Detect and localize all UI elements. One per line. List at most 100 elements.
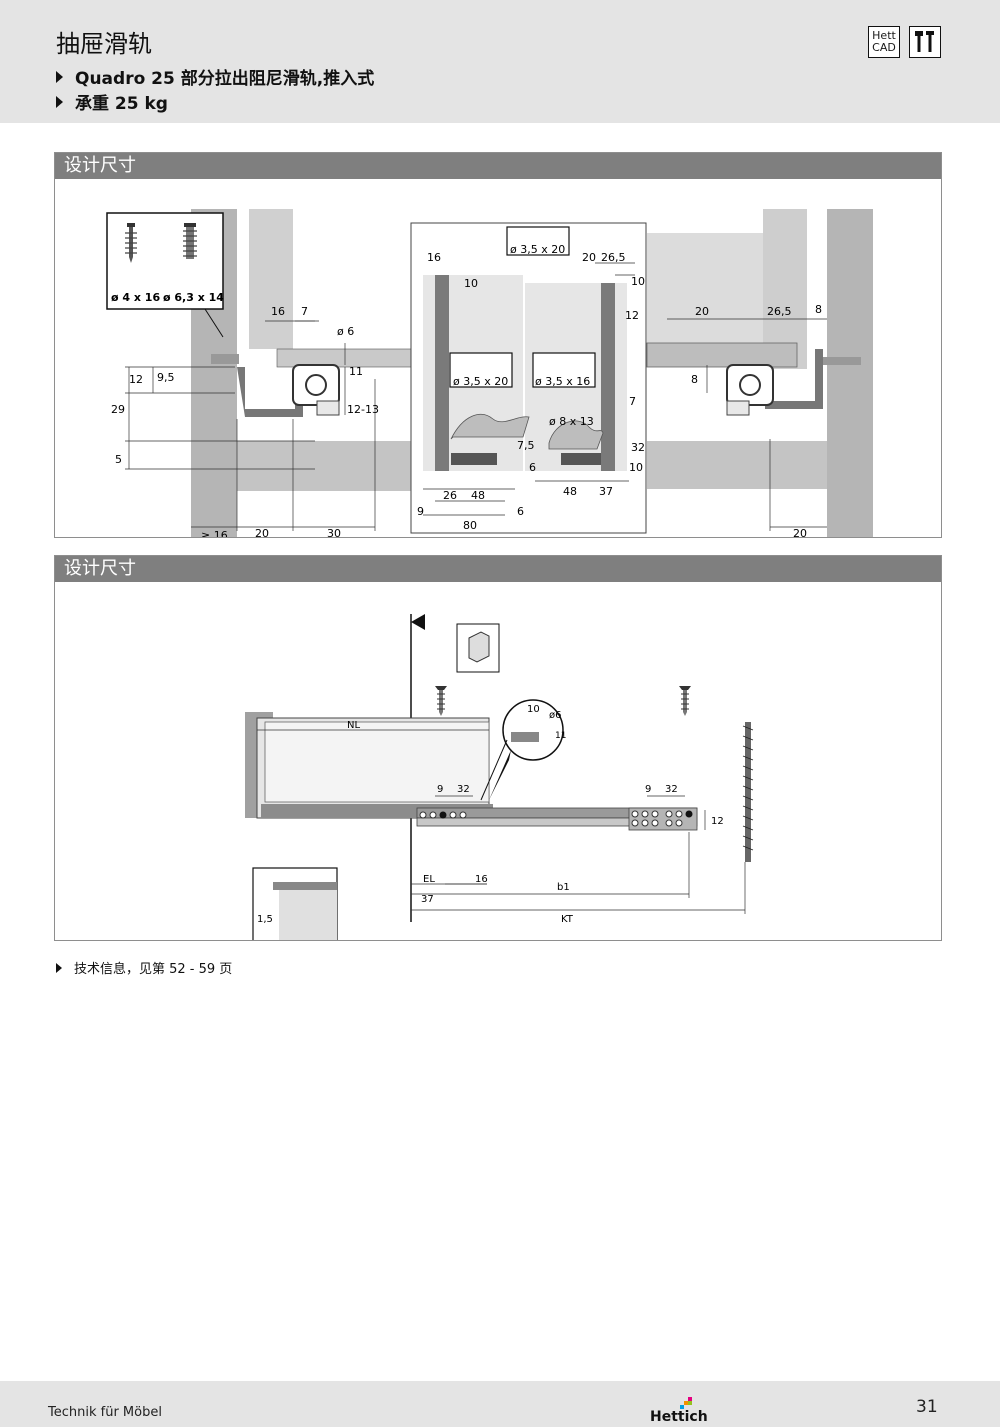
tech-info-text: 技术信息，见第 52 - 59 页 xyxy=(74,962,233,977)
dim-11-left: 11 xyxy=(349,365,363,378)
dim-s2-16: 16 xyxy=(475,874,488,885)
detail-zoom-circle xyxy=(502,699,564,761)
cross-section-drawing: ø 4 x 16 ø 6,3 x 14 16 7 ø 6 12 9,5 11 2… xyxy=(106,209,873,542)
hettcad-line2: CAD xyxy=(872,41,896,54)
screw-box-center-right xyxy=(532,352,596,388)
drawer-bottom-left xyxy=(277,349,411,367)
dim-r-8-b: 8 xyxy=(691,373,698,386)
design-dimensions-section-1: 设计尺寸 ø 4 x 16 ø 6,3 x 14 xyxy=(54,152,942,542)
dim-c-48-r: 48 xyxy=(563,485,577,498)
dim-c-80: 80 xyxy=(463,519,477,532)
dim-r-20-b: 20 xyxy=(793,527,807,537)
bullet-triangle-icon xyxy=(56,71,63,83)
screw-label-1: ø 4 x 16 xyxy=(111,291,160,304)
dim-c-9: 9 xyxy=(417,505,424,518)
hettcad-icon[interactable]: Hett CAD xyxy=(868,26,900,58)
dim-30-left: 30 xyxy=(327,527,341,537)
design-dimensions-section-2: 设计尺寸 xyxy=(54,555,942,953)
page-footer: Technik für Möbel Hettich 31 xyxy=(0,1381,1000,1427)
dim-c-o8x13: ø 8 x 13 xyxy=(549,415,594,428)
dim-s2-b1: b1 xyxy=(557,882,570,893)
dim-7-left: 7 xyxy=(301,305,308,318)
dim-s2-32-b: 32 xyxy=(665,784,678,795)
screw-icon xyxy=(435,686,447,716)
dim-s2-nl: NL xyxy=(347,720,360,731)
left-dimension-lines xyxy=(125,320,376,531)
bullet-triangle-icon xyxy=(56,963,62,973)
bullet-product: Quadro 25 部分拉出阻尼滑轨,推入式 xyxy=(56,64,374,89)
dim-r-26-5: 26,5 xyxy=(767,305,792,318)
screw-icon xyxy=(183,223,197,259)
dim-c-6: 6 xyxy=(529,461,536,474)
section2-dimension-lines xyxy=(257,729,746,914)
bullet-load: 承重 25 kg xyxy=(56,89,168,114)
dim-s2-o6: ø6 xyxy=(549,710,561,721)
dim-s2-el: EL xyxy=(423,874,435,885)
dim-c-26: 26 xyxy=(443,489,457,502)
back-wall xyxy=(745,722,751,862)
dim-c-10-r: 10 xyxy=(631,275,645,288)
dim-s2-1-5: 1,5 xyxy=(257,914,273,925)
dim-c-screw-right: ø 3,5 x 16 xyxy=(535,375,590,388)
dim-r-8: 8 xyxy=(815,303,822,316)
screw-left-installed xyxy=(211,354,239,364)
bullet-triangle-icon xyxy=(56,96,63,108)
dim-12-13-left: 12-13 xyxy=(347,403,379,416)
page-header: 抽屉滑轨 Quadro 25 部分拉出阻尼滑轨,推入式 承重 25 kg Het… xyxy=(0,0,1000,123)
dim-c-20: 20 xyxy=(582,251,596,264)
dim-c-screw-top: ø 3,5 x 20 xyxy=(510,243,565,256)
screw-legend-box xyxy=(106,212,224,310)
dim-s2-11: 11 xyxy=(555,731,566,741)
brand-name: Hettich xyxy=(650,1409,708,1423)
center-left-profile xyxy=(435,275,449,471)
center-right-profile xyxy=(601,283,615,471)
screw-icon xyxy=(125,223,137,263)
section2-heading: 设计尺寸 xyxy=(55,556,941,582)
dim-c-12: 12 xyxy=(625,309,639,322)
dim-ge16-left: ≥ 16 xyxy=(201,529,228,537)
tech-info-note: 技术信息，见第 52 - 59 页 xyxy=(56,958,232,977)
screw-label-2: ø 6,3 x 14 xyxy=(163,291,224,304)
right-dimension-lines xyxy=(667,318,827,531)
damper-right xyxy=(548,420,604,450)
dim-c-48-l: 48 xyxy=(471,489,485,502)
bullet-product-text: Quadro 25 部分拉出阻尼滑轨,推入式 xyxy=(75,69,375,89)
dim-c-7-5: 7,5 xyxy=(517,439,535,452)
slide-rail-left xyxy=(237,367,303,417)
footer-left-text: Technik für Möbel xyxy=(48,1405,162,1420)
dim-c-10-b: 10 xyxy=(629,461,643,474)
cabinet-side-right xyxy=(827,209,873,537)
section1-heading: 设计尺寸 xyxy=(55,153,941,179)
bottom-panel-right xyxy=(647,441,827,489)
hettcad-line1: Hett xyxy=(872,29,896,42)
hettich-logo: Hettich xyxy=(650,1393,710,1425)
page-title: 抽屉滑轨 xyxy=(56,30,152,58)
dim-s2-32-a: 32 xyxy=(457,784,470,795)
dim-s2-kt: KT xyxy=(561,914,574,925)
rail-holes xyxy=(419,810,683,827)
dim-29-left: 29 xyxy=(111,403,125,416)
screw-box-center-top xyxy=(506,226,570,256)
dim-s2-12: 12 xyxy=(711,816,724,827)
dim-c-16: 16 xyxy=(427,251,441,264)
center-dimension-lines xyxy=(423,262,635,516)
dim-o6-left: ø 6 xyxy=(337,325,354,338)
dim-s2-10: 10 xyxy=(527,704,540,715)
dim-c-6-b: 6 xyxy=(517,505,524,518)
dim-c-10: 10 xyxy=(464,277,478,290)
dim-s2-9-a: 9 xyxy=(437,784,443,795)
drawer-side-right xyxy=(763,209,807,369)
tools-icon[interactable] xyxy=(909,26,941,58)
screw-icon xyxy=(679,686,691,716)
roller-left xyxy=(305,374,327,396)
bullet-load-text: 承重 25 kg xyxy=(75,94,168,114)
side-view-drawing: 10 ø6 11 NL 9 32 9 32 12 EL 16 b1 37 KT … xyxy=(245,614,754,953)
dim-16-left: 16 xyxy=(271,305,285,318)
dim-20-left: 20 xyxy=(255,527,269,537)
dim-c-37: 37 xyxy=(599,485,613,498)
roller-right xyxy=(739,374,761,396)
bottom-panel-left xyxy=(237,441,411,491)
dim-c-screw-left: ø 3,5 x 20 xyxy=(453,375,508,388)
screw-right-installed xyxy=(823,357,861,365)
dim-s2-37: 37 xyxy=(421,894,434,905)
